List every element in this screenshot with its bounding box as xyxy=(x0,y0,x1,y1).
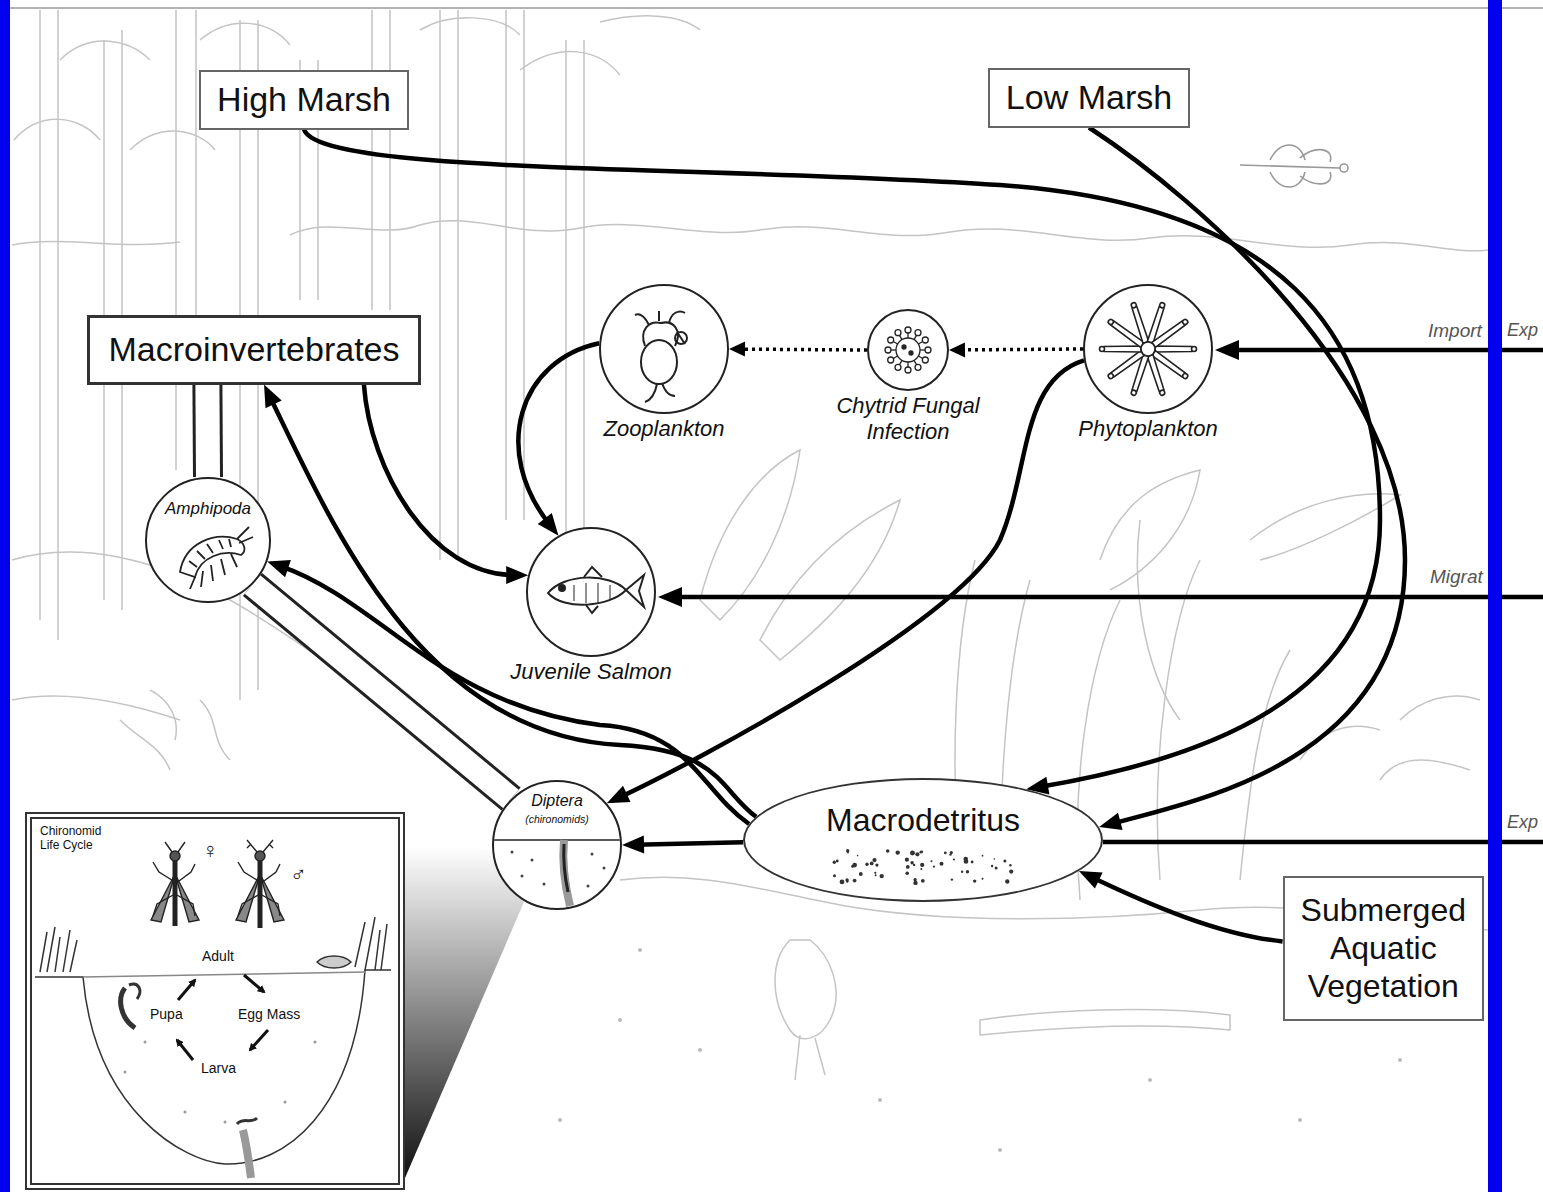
node-text: Chironomid Life Cycle xyxy=(40,825,120,853)
flow-arrow xyxy=(949,342,1083,357)
stage-label: Adult xyxy=(200,948,236,964)
node-text: Low Marsh xyxy=(1006,78,1172,117)
node-text: Phytoplankton xyxy=(1075,416,1220,442)
flow-line xyxy=(270,396,756,816)
inset-panel: Chironomid Life Cycle xyxy=(25,812,405,1190)
flow-arrow xyxy=(1079,871,1283,941)
node-text: High Marsh xyxy=(217,80,391,119)
frame-line xyxy=(0,7,1543,9)
node-text: Macroinvertebrates xyxy=(108,330,399,369)
flow-line xyxy=(635,842,743,845)
arrow-head xyxy=(607,786,631,803)
flow-label: Exp xyxy=(1505,812,1540,833)
vegetation-box: Submerged Aquatic Vegetation xyxy=(1283,876,1484,1021)
stage-label: Larva xyxy=(199,1060,238,1076)
channel-fill xyxy=(195,385,220,478)
node-text: Submerged Aquatic Vegetation xyxy=(1301,886,1466,1011)
flow-label: Import xyxy=(1426,320,1484,342)
flow-line xyxy=(959,347,1083,351)
flow-arrow xyxy=(622,836,743,854)
node-text: Zooplankton xyxy=(600,416,727,442)
flow-line xyxy=(1089,128,1405,824)
stage-label: ♂ xyxy=(288,862,309,887)
flow-arrow xyxy=(264,385,756,817)
flow-arrow xyxy=(518,343,599,535)
node-text: Amphipoda xyxy=(147,499,269,519)
dragonfly xyxy=(1240,145,1348,187)
arrow-head xyxy=(1099,813,1123,830)
salmon-icon xyxy=(526,527,656,657)
arrow-head xyxy=(538,513,559,536)
amphipod-icon xyxy=(145,477,271,603)
infection-circle: Chytrid Fungal Infection xyxy=(867,309,949,391)
group-channel xyxy=(207,385,209,478)
organism-circle: Juvenile Salmon xyxy=(526,527,656,657)
organism-circle: Amphipoda xyxy=(145,477,271,603)
marsh-box: Low Marsh xyxy=(988,68,1190,127)
node-text: Diptera xyxy=(494,792,620,810)
chytrid-icon xyxy=(867,309,949,391)
organism-circle: Diptera (chironomids) xyxy=(492,780,622,910)
arrow-head xyxy=(949,342,965,357)
flow-line xyxy=(739,347,867,351)
flow-line xyxy=(280,566,749,824)
marsh-box: High Marsh xyxy=(199,70,409,129)
arrow-head xyxy=(506,566,528,584)
stage-label: Egg Mass xyxy=(236,1006,302,1022)
organism-circle: Zooplankton xyxy=(599,284,729,414)
flow-line xyxy=(1091,877,1283,942)
flow-label: Exp xyxy=(1505,320,1540,341)
node-text: Juvenile Salmon xyxy=(507,659,674,685)
node-text: (chironomids) xyxy=(494,813,620,825)
blue-bar xyxy=(0,0,10,1192)
flow-arrow xyxy=(364,385,528,585)
phytoplankton-icon xyxy=(1083,284,1213,414)
sediment-dots xyxy=(558,948,1402,1152)
arrow-head xyxy=(729,342,745,357)
zooplankton-icon xyxy=(599,284,729,414)
node-text: Macrodetritus xyxy=(745,802,1101,839)
detritus-ellipse: Macrodetritus xyxy=(743,778,1103,902)
arrow-head xyxy=(264,385,282,409)
arrow-head xyxy=(1079,871,1103,889)
flow-arrow xyxy=(1089,128,1405,831)
node-text: Chytrid Fungal Infection xyxy=(823,393,994,446)
arrow-head xyxy=(622,836,644,854)
flow-line xyxy=(518,343,599,525)
group-box: Macroinvertebrates xyxy=(87,315,420,384)
flow-arrow xyxy=(267,560,749,824)
flow-arrow xyxy=(729,342,867,357)
arrow-head xyxy=(267,560,291,577)
organism-circle: Phytoplankton xyxy=(1083,284,1213,414)
blue-bar xyxy=(1488,0,1502,1192)
flow-line xyxy=(364,385,515,576)
detritus-dots xyxy=(743,778,1103,902)
stage-label: Pupa xyxy=(148,1006,185,1022)
flow-label: Migrat xyxy=(1428,566,1485,588)
channel-outline xyxy=(192,385,223,478)
exchange-arrows xyxy=(658,340,1543,842)
life-cycle-drawing xyxy=(25,812,405,1190)
magnifier-wedge xyxy=(405,846,524,1178)
stage-label: ♀ xyxy=(200,838,221,863)
